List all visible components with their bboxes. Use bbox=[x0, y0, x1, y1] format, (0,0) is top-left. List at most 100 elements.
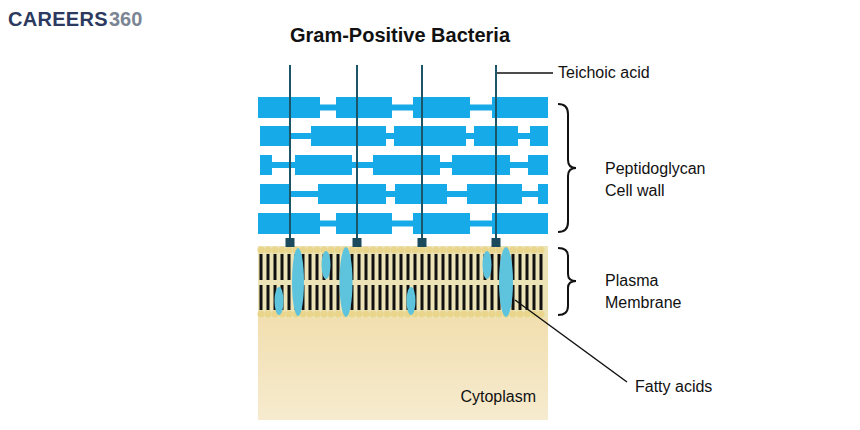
membrane-protein bbox=[407, 287, 416, 315]
phospholipid-head bbox=[509, 310, 516, 317]
fatty-acid-tail bbox=[449, 285, 452, 310]
anchor-square bbox=[286, 238, 295, 247]
fatty-acid-tail bbox=[407, 254, 410, 280]
teichoic-acid-chain bbox=[495, 65, 497, 240]
phospholipid-head bbox=[362, 246, 369, 253]
fatty-acid-tail bbox=[533, 254, 536, 280]
phospholipid-head bbox=[355, 310, 362, 317]
phospholipid-head bbox=[411, 246, 418, 253]
fatty-acid-tail bbox=[421, 254, 424, 280]
fatty-acid-tail bbox=[379, 254, 382, 280]
fatty-acid-tail bbox=[421, 285, 424, 310]
phospholipid-head bbox=[376, 246, 383, 253]
phospholipid-head bbox=[257, 246, 264, 253]
fatty-acid-tail bbox=[337, 254, 340, 280]
braces bbox=[558, 104, 576, 315]
phospholipid-head bbox=[509, 246, 516, 253]
phospholipid-head bbox=[383, 246, 390, 253]
phospholipid-head bbox=[306, 246, 313, 253]
part-label: Peptidoglycan Cell wall bbox=[605, 158, 725, 202]
brace bbox=[558, 248, 576, 315]
phospholipid-head bbox=[488, 310, 495, 317]
lipid-bilayer bbox=[257, 246, 544, 317]
fatty-acid-tail bbox=[288, 254, 291, 280]
fatty-acid-tail bbox=[400, 254, 403, 280]
fatty-acid-tail bbox=[309, 285, 312, 310]
fatty-acid-tail bbox=[463, 254, 466, 280]
phospholipid-head bbox=[453, 246, 460, 253]
peptidoglycan-block bbox=[336, 213, 392, 234]
phospholipid-head bbox=[460, 310, 467, 317]
phospholipid-head bbox=[523, 246, 530, 253]
phospholipid-head bbox=[390, 246, 397, 253]
phospholipid-head bbox=[397, 310, 404, 317]
membrane-protein bbox=[483, 251, 492, 279]
cytoplasm-region: Cytoplasm bbox=[258, 318, 548, 420]
phospholipid-head bbox=[285, 246, 292, 253]
fatty-acid-tail bbox=[393, 254, 396, 280]
phospholipid-head bbox=[306, 310, 313, 317]
fatty-acid-tail bbox=[323, 285, 326, 310]
fatty-acid-tail bbox=[316, 285, 319, 310]
phospholipid-head bbox=[362, 310, 369, 317]
phospholipid-head bbox=[474, 310, 481, 317]
part-label: Fatty acids bbox=[635, 376, 712, 398]
phospholipid-head bbox=[467, 246, 474, 253]
peptidoglycan-block bbox=[452, 155, 510, 175]
fatty-acid-tail bbox=[519, 254, 522, 280]
fatty-acid-tail bbox=[358, 254, 361, 280]
fatty-acid-tail bbox=[400, 285, 403, 310]
phospholipid-head bbox=[516, 246, 523, 253]
anchor-square bbox=[492, 238, 501, 247]
phospholipid-head bbox=[334, 246, 341, 253]
fatty-acid-tail bbox=[365, 254, 368, 280]
membrane-proteins bbox=[275, 247, 514, 317]
fatty-acid-tail bbox=[330, 285, 333, 310]
phospholipid-head bbox=[516, 310, 523, 317]
peptidoglycan-block bbox=[373, 155, 440, 175]
fatty-acid-tail bbox=[274, 254, 277, 280]
fatty-acid-tail bbox=[428, 254, 431, 280]
phospholipid-head bbox=[418, 310, 425, 317]
fatty-acid-tail bbox=[267, 285, 270, 310]
peptidoglycan-block bbox=[467, 184, 522, 204]
phospholipid-head bbox=[453, 310, 460, 317]
phospholipid-head bbox=[390, 310, 397, 317]
peptidoglycan-block bbox=[492, 213, 548, 234]
fatty-acid-tail bbox=[435, 285, 438, 310]
phospholipid-head bbox=[313, 246, 320, 253]
phospholipid-head bbox=[425, 246, 432, 253]
brace bbox=[558, 104, 576, 232]
phospholipid-head bbox=[467, 310, 474, 317]
membrane-ground bbox=[258, 246, 548, 318]
phospholipid-head bbox=[313, 310, 320, 317]
fatty-acid-tail bbox=[491, 285, 494, 310]
fatty-acid-tail bbox=[526, 254, 529, 280]
logo-text: CAREERS bbox=[8, 6, 108, 32]
fatty-acid-tail bbox=[477, 254, 480, 280]
phospholipid-head bbox=[369, 310, 376, 317]
membrane-protein bbox=[322, 251, 331, 279]
phospholipid-head bbox=[383, 310, 390, 317]
fatty-acid-tail bbox=[386, 254, 389, 280]
fatty-acid-tail bbox=[379, 285, 382, 310]
fatty-acid-tail bbox=[456, 285, 459, 310]
fatty-acid-tail bbox=[470, 285, 473, 310]
fatty-acid-tail bbox=[288, 285, 291, 310]
peptidoglycan-block bbox=[295, 155, 352, 175]
phospholipid-head bbox=[446, 310, 453, 317]
phospholipid-head bbox=[481, 310, 488, 317]
fatty-acid-tail bbox=[540, 285, 543, 310]
phospholipid-head bbox=[446, 246, 453, 253]
phospholipid-head bbox=[404, 246, 411, 253]
membrane-protein bbox=[340, 247, 353, 317]
phospholipid-head bbox=[425, 310, 432, 317]
fatty-acid-tail bbox=[281, 254, 284, 280]
phospholipid-head bbox=[488, 246, 495, 253]
peptidoglycan-block bbox=[318, 184, 386, 204]
anchor-square bbox=[418, 238, 427, 247]
phospholipid-head bbox=[278, 246, 285, 253]
fatty-acid-tail bbox=[337, 285, 340, 310]
fatty-acid-tail bbox=[484, 285, 487, 310]
fatty-acid-tail bbox=[540, 254, 543, 280]
